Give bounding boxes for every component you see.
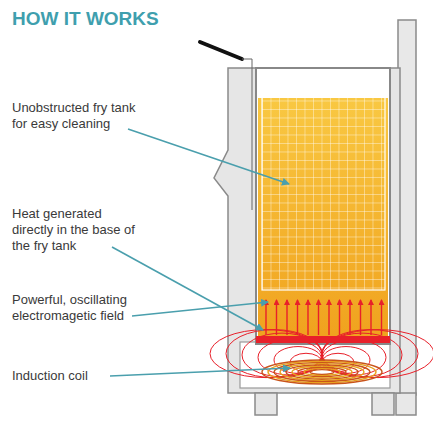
heat-arrow bbox=[349, 300, 350, 335]
coil-winding bbox=[262, 360, 382, 384]
coil-winding bbox=[310, 370, 334, 375]
field-line bbox=[322, 333, 402, 377]
heat-arrow bbox=[318, 300, 319, 335]
leg bbox=[255, 393, 277, 415]
title: HOW IT WORKS bbox=[12, 8, 159, 30]
callout-label: Powerful, oscillating electromagetic fie… bbox=[12, 292, 134, 324]
coil-winding bbox=[268, 361, 376, 383]
probe-wire bbox=[242, 59, 252, 210]
heat-arrow bbox=[297, 300, 298, 335]
heat-arrow bbox=[328, 300, 329, 335]
leader-line bbox=[132, 302, 268, 316]
leg bbox=[372, 393, 394, 415]
fryer-housing bbox=[214, 68, 400, 393]
heat-arrow bbox=[286, 300, 287, 335]
leader-line bbox=[112, 247, 263, 330]
callout-label: Heat generated directly in the base of t… bbox=[12, 206, 136, 254]
fry-tank bbox=[256, 68, 390, 344]
induction-coil bbox=[262, 360, 382, 384]
coil-winding bbox=[286, 365, 358, 379]
coil-winding bbox=[304, 368, 340, 375]
temperature-probe bbox=[200, 42, 242, 59]
callout-label: Unobstructed fry tank for easy cleaning bbox=[12, 100, 152, 132]
heat-arrow bbox=[339, 300, 340, 335]
callout-label: Induction coil bbox=[12, 368, 132, 384]
fry-basket bbox=[262, 92, 385, 290]
coil-winding bbox=[274, 362, 370, 381]
leg bbox=[396, 393, 416, 415]
coil-winding bbox=[280, 364, 364, 381]
coil-winding bbox=[298, 367, 346, 377]
leader-line bbox=[110, 368, 290, 376]
leader-line bbox=[128, 129, 289, 184]
coil-winding bbox=[292, 366, 352, 378]
heat-arrow bbox=[307, 300, 308, 335]
